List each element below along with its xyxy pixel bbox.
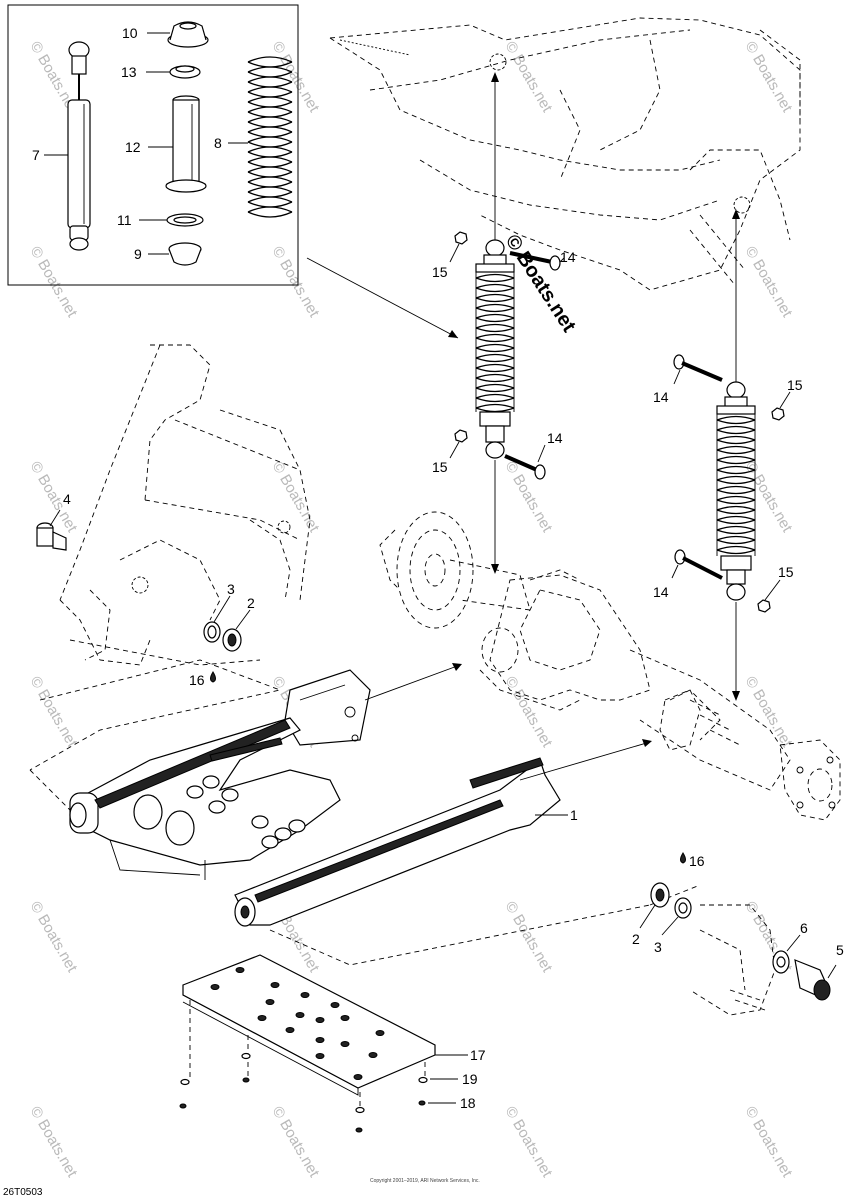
watermark: © Boats.net <box>27 244 81 321</box>
watermark: © Boats.net <box>502 459 556 536</box>
watermark: © Boats.net <box>27 459 81 536</box>
callout-16a: 16 <box>189 672 205 688</box>
callout-15b: 15 <box>432 459 448 475</box>
watermark: © Boats.net <box>742 459 796 536</box>
grease-drop-icon <box>210 671 216 683</box>
left-shock-assembly: 15 14 15 14 <box>432 72 576 574</box>
bolt-part-14 <box>504 454 546 480</box>
overlay-watermark: © Boats.net <box>501 231 580 337</box>
right-shock-assembly: 14 15 14 15 <box>653 209 803 701</box>
watermark: © Boats.net <box>27 1104 81 1181</box>
watermark: © Boats.net <box>27 899 81 976</box>
callout-16b: 16 <box>689 853 705 869</box>
callout-3b: 3 <box>654 939 662 955</box>
split-collar-part <box>169 65 201 79</box>
callout-14d: 14 <box>653 584 669 600</box>
callout-18: 18 <box>460 1095 476 1111</box>
nut-part-15 <box>771 407 785 421</box>
callout-14a: 14 <box>560 249 576 265</box>
callout-13: 13 <box>121 64 137 80</box>
watermark: © Boats.net <box>27 674 81 751</box>
callout-2b: 2 <box>632 931 640 947</box>
watermark: © Boats.net <box>502 1104 556 1181</box>
watermark: © Boats.net <box>502 39 556 116</box>
callout-8: 8 <box>214 135 222 151</box>
grease-drop-icon <box>680 852 686 864</box>
callout-11: 11 <box>117 212 132 228</box>
shock-absorber-part <box>67 41 91 251</box>
washer-ring-part <box>166 213 204 227</box>
watermark: © Boats.net <box>742 244 796 321</box>
callout-5: 5 <box>836 942 844 958</box>
callout-6: 6 <box>800 920 808 936</box>
bump-sleeve-part <box>165 95 207 193</box>
spring-seat-part <box>168 242 202 266</box>
inset-frame <box>7 4 299 286</box>
callout-4: 4 <box>63 491 71 507</box>
watermark: © Boats.net <box>742 674 796 751</box>
callout-3a: 3 <box>227 581 235 597</box>
bolt-part-14 <box>674 549 723 580</box>
skid-plate-holes <box>210 967 385 1080</box>
watermark: © Boats.net <box>269 459 323 536</box>
left-pivot-bushings: 3 2 16 <box>189 581 255 688</box>
callout-2a: 2 <box>247 595 255 611</box>
watermark: © Boats.net <box>502 674 556 751</box>
callout-19: 19 <box>462 1071 478 1087</box>
frame-bumper-part-4: 4 <box>36 491 71 551</box>
rear-axle-assembly <box>379 511 841 821</box>
watermark: © Boats.net <box>502 899 556 976</box>
watermark: © Boats.net <box>269 244 323 321</box>
axle-direction-arrows <box>364 663 652 781</box>
watermark: © Boats.net <box>742 39 796 116</box>
copyright-note: Copyright 2001–2019, ARI Network Service… <box>370 1178 480 1184</box>
shock-exploded-inset: 7 10 13 12 8 11 9 <box>7 4 299 286</box>
callout-14c: 14 <box>653 389 669 405</box>
callout-12: 12 <box>125 139 141 155</box>
watermark-layer: © Boats.net © Boats.net © Boats.net © Bo… <box>27 39 796 1181</box>
inset-pointer-arrow <box>306 257 459 339</box>
explode-guides-left <box>29 659 701 966</box>
nut-part-15 <box>454 231 468 245</box>
coil-spring-part <box>247 56 293 218</box>
swing-arm-part-1: 1 <box>69 669 578 927</box>
callout-15d: 15 <box>778 564 794 580</box>
right-pivot-hardware: 16 2 3 6 5 <box>632 852 844 1016</box>
skid-plate-part-17: 17 <box>182 954 486 1096</box>
spring-retainer-cap-part <box>167 21 209 48</box>
callout-1: 1 <box>570 807 578 823</box>
main-frame-section <box>59 344 311 666</box>
callout-15a: 15 <box>432 264 448 280</box>
bolt-part-14 <box>673 354 723 382</box>
callout-7: 7 <box>32 147 40 163</box>
diagram-code: 26T0503 <box>3 1187 43 1198</box>
callout-14b: 14 <box>547 430 563 446</box>
nut-part-15 <box>454 429 468 443</box>
callout-17: 17 <box>470 1047 486 1063</box>
nut-part-15 <box>757 599 771 613</box>
skid-plate-fasteners: 19 18 <box>179 1000 478 1133</box>
callout-9: 9 <box>134 246 142 262</box>
callout-10: 10 <box>122 25 138 41</box>
watermark: © Boats.net <box>742 1104 796 1181</box>
rear-frame <box>329 17 801 291</box>
watermark: © Boats.net <box>269 1104 323 1181</box>
bolt-part-14 <box>509 251 561 271</box>
callout-15c: 15 <box>787 377 803 393</box>
